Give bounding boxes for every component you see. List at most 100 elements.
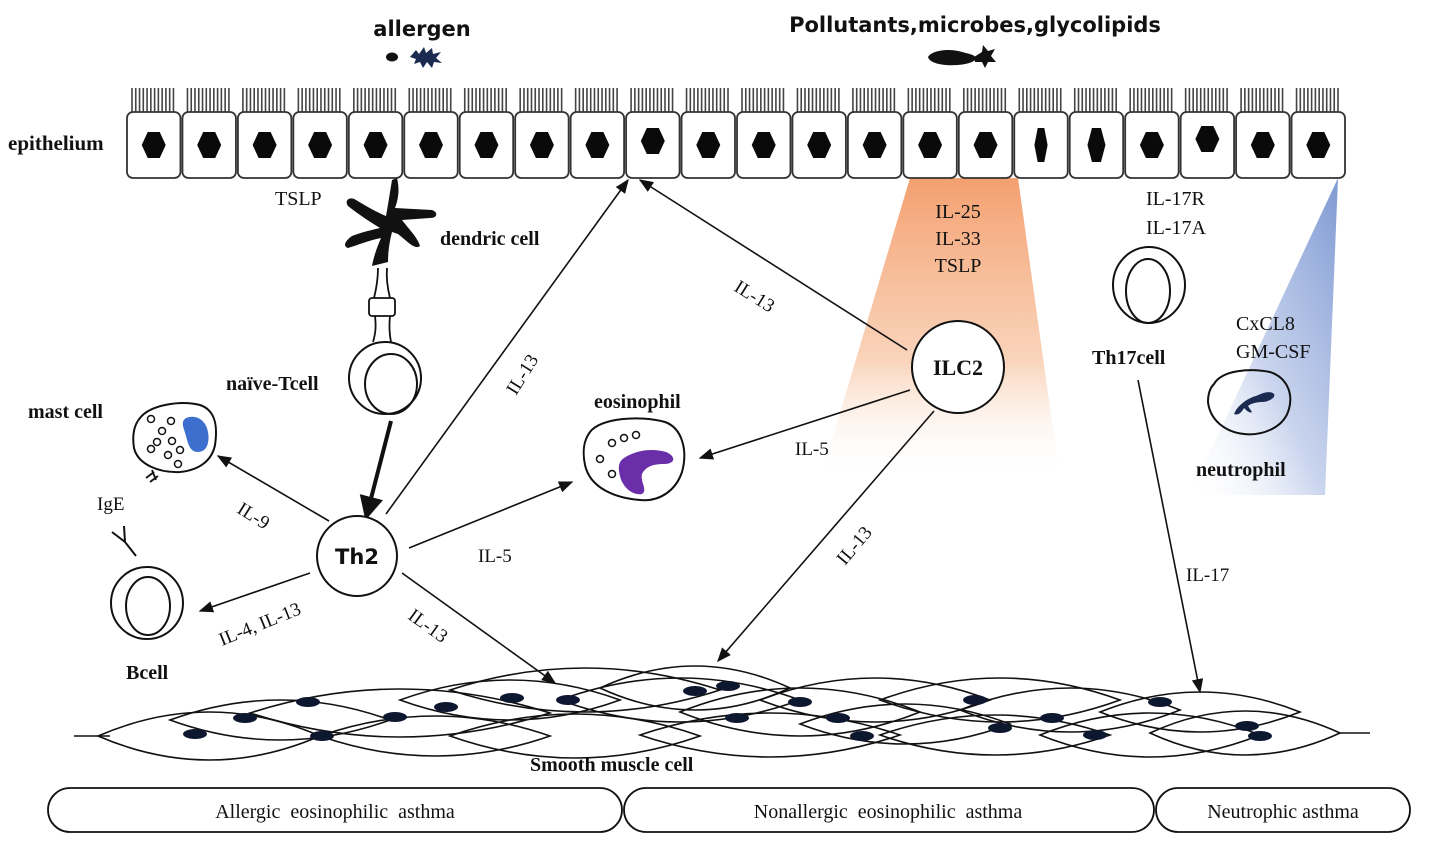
th2-cell: Th2 — [316, 515, 398, 597]
nucleus-icon — [252, 132, 277, 158]
cilia-icon — [1240, 88, 1284, 112]
epithelial-cell — [403, 88, 459, 179]
smooth-muscle-cell — [877, 714, 1113, 756]
smooth-muscle-nucleus-icon — [788, 697, 812, 707]
ilc2-label: ILC2 — [933, 355, 983, 380]
tslp-alarmin-label: TSLP — [935, 255, 982, 277]
nucleus-icon — [696, 132, 721, 158]
smooth-muscle-cell — [957, 687, 1183, 733]
nucleus-icon — [474, 132, 499, 158]
smooth-muscle-nucleus-icon — [556, 695, 580, 705]
naive-to-th2-arrow — [359, 420, 393, 521]
th2-il5-arrow — [408, 481, 574, 549]
nucleus-icon — [529, 132, 554, 158]
epithelial-cell — [902, 88, 958, 179]
nucleus-icon — [1306, 132, 1331, 158]
ilc2-il13-epithelium-arrow — [638, 179, 908, 351]
smooth-muscle-nucleus-icon — [310, 731, 334, 741]
il17-label: IL-17 — [1186, 565, 1229, 586]
th2-il13-epithelium-arrow — [385, 178, 629, 515]
nucleus-icon — [419, 132, 443, 158]
nucleus-icon — [751, 132, 776, 158]
cilia-icon — [463, 88, 507, 112]
nucleus-icon — [308, 132, 333, 158]
eosinophil-icon — [582, 417, 686, 502]
phenotype-nonallergic-eosinophilic — [623, 787, 1155, 833]
epithelial-cell — [1124, 88, 1180, 179]
epithelium-label: epithelium — [8, 131, 104, 155]
neutrophil-label: neutrophil — [1196, 459, 1286, 481]
mast-cell-label: mast cell — [28, 401, 103, 423]
epithelial-cell — [292, 88, 348, 179]
nucleus-icon — [1250, 132, 1275, 158]
epithelial-cell — [569, 88, 625, 179]
cilia-icon — [852, 88, 896, 112]
ilc2-il13-smc-arrow — [717, 410, 935, 663]
bcell-icon — [110, 566, 184, 640]
nucleus-icon — [141, 132, 166, 158]
smooth-muscle-cell — [247, 688, 553, 738]
smooth-muscle-nucleus-icon — [1148, 697, 1172, 707]
smooth-muscle-cell — [447, 713, 703, 759]
smooth-muscle-nucleus-icon — [850, 731, 874, 741]
smooth-muscle-label: Smooth muscle cell — [530, 754, 694, 776]
cxcl8-label: CxCL8 — [1236, 313, 1295, 335]
cilia-icon — [408, 88, 452, 112]
nucleus-icon — [363, 132, 388, 158]
smooth-muscle-cell — [877, 677, 1123, 723]
cilia-icon — [297, 88, 341, 112]
epithelial-cell — [347, 88, 404, 179]
smooth-muscle-nucleus-icon — [1248, 731, 1272, 741]
il25-label: IL-25 — [935, 201, 981, 223]
smooth-muscle-nucleus-icon — [183, 729, 207, 739]
th2-il13-smc-arrow — [401, 572, 557, 684]
ige-label: IgE — [97, 494, 124, 515]
nucleus-icon — [918, 132, 943, 158]
th2-il9-arrow — [216, 455, 330, 522]
phenotype-neutrophilic-label: Neutrophic asthma — [1207, 801, 1359, 823]
phenotype-neutrophilic — [1155, 787, 1411, 833]
bcell-label: Bcell — [126, 662, 169, 684]
epithelial-cell — [736, 88, 792, 179]
smooth-muscle-nucleus-icon — [233, 713, 257, 723]
pollutant-particles-icon — [928, 45, 996, 68]
cilia-icon — [796, 88, 840, 112]
cilia-icon — [630, 88, 674, 112]
il17a-label: IL-17A — [1146, 217, 1207, 239]
th17-cell-label: Th17cell — [1092, 347, 1166, 369]
cilia-icon — [685, 88, 729, 112]
tcr-mhc-synapse — [368, 267, 396, 343]
epithelial-cell — [680, 88, 736, 179]
cilia-icon — [1295, 88, 1339, 112]
smooth-muscle-nucleus-icon — [500, 693, 524, 703]
phenotype-nonallergic-eosinophilic-label: Nonallergic eosinophilic asthma — [754, 801, 1023, 823]
phenotype-bar: Allergic eosinophilic asthma Nonallergic… — [47, 787, 1411, 833]
tslp-dc-label: TSLP — [275, 188, 322, 210]
th2-label: Th2 — [335, 545, 379, 569]
cilia-icon — [963, 88, 1007, 112]
allergen-particles-icon — [386, 47, 442, 68]
smooth-muscle-nucleus-icon — [988, 723, 1012, 733]
il17r-label: IL-17R — [1146, 188, 1206, 210]
smooth-muscle-nucleus-icon — [434, 702, 458, 712]
smooth-muscle-nucleus-icon — [683, 686, 707, 696]
cilia-icon — [186, 88, 230, 112]
naive-tcell-label: naïve-Tcell — [226, 373, 319, 395]
smooth-muscle-cell — [637, 712, 903, 758]
smooth-muscle-nucleus-icon — [963, 695, 987, 705]
neutrophil-gradient-cone — [1190, 178, 1338, 495]
epithelial-cell — [458, 88, 515, 179]
cilia-icon — [1129, 88, 1173, 112]
nucleus-icon — [197, 132, 222, 158]
smooth-muscle-nucleus-icon — [716, 681, 740, 691]
dendritic-cell-label: dendric cell — [440, 228, 540, 250]
il9-label: IL-9 — [233, 498, 273, 534]
gmcsf-label: GM-CSF — [1236, 341, 1310, 363]
nucleus-icon — [973, 132, 998, 158]
mast-cell-icon — [132, 402, 218, 483]
cilia-icon — [741, 88, 785, 112]
phenotype-allergic-eosinophilic — [47, 787, 623, 833]
th2-il4-il13-arrow — [198, 572, 311, 613]
ilc2-il13-smc-label: IL-13 — [833, 523, 877, 570]
